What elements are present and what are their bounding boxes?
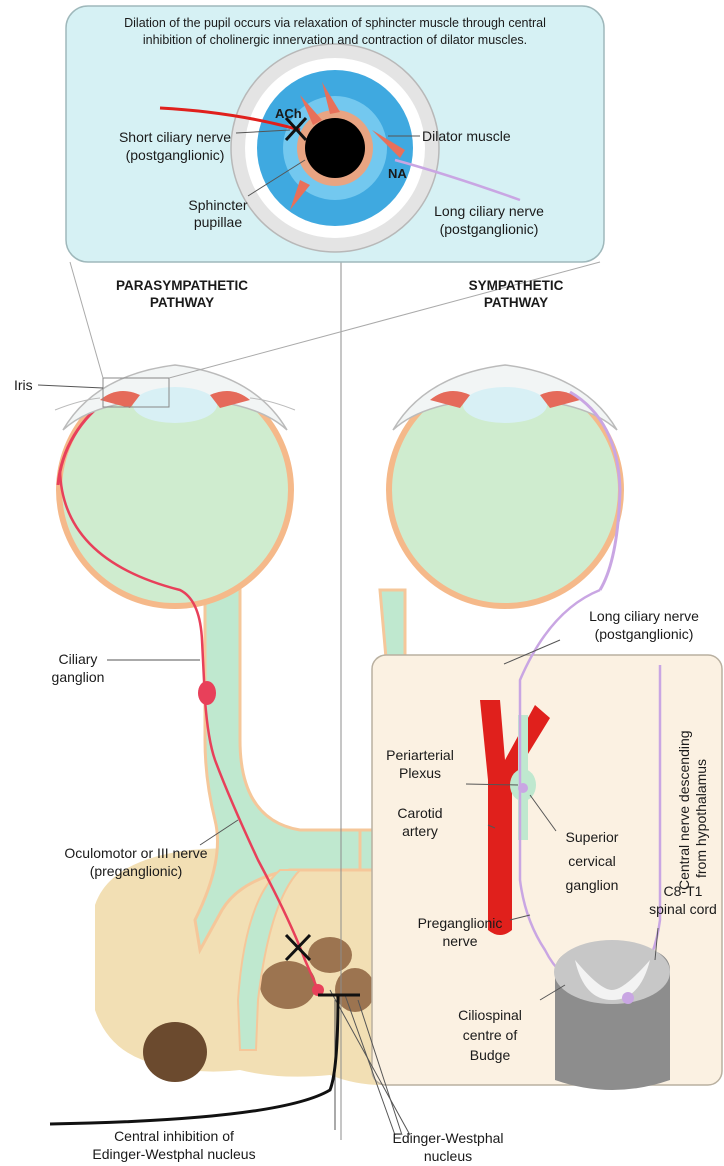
preganglionic-label-2: nerve — [442, 933, 477, 949]
long-ciliary-label-1: Long ciliary nerve — [589, 608, 699, 624]
carotid-label-2: artery — [402, 823, 438, 839]
ciliospinal-neuron — [622, 992, 634, 1004]
ciliary-ganglion-label-1: Ciliary — [59, 651, 98, 667]
short-ciliary-label-2: (postganglionic) — [126, 147, 225, 163]
zoom-line-left — [70, 262, 103, 378]
ciliary-ganglion — [198, 681, 216, 705]
sphincter-label-2: pupillae — [194, 214, 242, 230]
budge-label-1: Ciliospinal — [458, 1007, 522, 1023]
carotid-label-1: Carotid — [397, 805, 442, 821]
parasympathetic-heading-2: PATHWAY — [150, 295, 214, 310]
central-descending-label-1: Central nerve descending — [676, 730, 692, 890]
c8t1-label-2: spinal cord — [649, 901, 717, 917]
preganglionic-label-1: Preganglionic — [418, 915, 503, 931]
oculomotor-label-2: (preganglionic) — [90, 863, 183, 879]
ew-nucleus-blob-2 — [308, 937, 352, 973]
dilator-label: Dilator muscle — [422, 128, 511, 144]
pupil — [305, 118, 365, 178]
spinal-cord — [554, 940, 670, 1090]
ach-label: ACh — [275, 106, 302, 121]
c8t1-label-1: C8-T1 — [664, 883, 703, 899]
budge-label-2: centre of — [463, 1027, 518, 1043]
ew-nucleus-label-1: Edinger-Westphal — [392, 1130, 503, 1146]
sphincter-label-1: Sphincter — [188, 197, 247, 213]
left-eyeball — [55, 365, 295, 606]
inset-long-ciliary-label-1: Long ciliary nerve — [434, 203, 544, 219]
central-descending-label-2: from hypothalamus — [693, 759, 709, 878]
na-label: NA — [388, 166, 407, 181]
periarterial-label-1: Periarterial — [386, 747, 454, 763]
iris-label: Iris — [14, 377, 33, 393]
dark-nucleus-left — [143, 1022, 207, 1082]
superior-cervical-label-1: Superior — [566, 829, 619, 845]
periarterial-label-2: Plexus — [399, 765, 441, 781]
ew-nucleus-label-2: nucleus — [424, 1148, 472, 1164]
right-eyeball — [389, 365, 621, 606]
central-inhibition-label-1: Central inhibition of — [114, 1128, 234, 1144]
budge-label-3: Budge — [470, 1047, 511, 1063]
superior-cervical-label-2: cervical — [568, 853, 615, 869]
sympathetic-panel — [372, 590, 722, 1090]
parasympathetic-heading-1: PARASYMPATHETIC — [116, 278, 248, 293]
central-inhibition-label-2: Edinger-Westphal nucleus — [92, 1146, 255, 1162]
short-ciliary-label-1: Short ciliary nerve — [119, 129, 231, 145]
ciliary-ganglion-label-2: ganglion — [52, 669, 105, 685]
inset-caption-line2: inhibition of cholinergic innervation an… — [143, 33, 527, 47]
superior-cervical-label-3: ganglion — [566, 877, 619, 893]
long-ciliary-label-2: (postganglionic) — [595, 626, 694, 642]
inset-long-ciliary-label-2: (postganglionic) — [440, 221, 539, 237]
oculomotor-label-1: Oculomotor or III nerve — [64, 845, 207, 861]
inset-caption-line1: Dilation of the pupil occurs via relaxat… — [124, 16, 546, 30]
sympathetic-heading-1: SYMPATHETIC — [469, 278, 564, 293]
sympathetic-heading-2: PATHWAY — [484, 295, 548, 310]
